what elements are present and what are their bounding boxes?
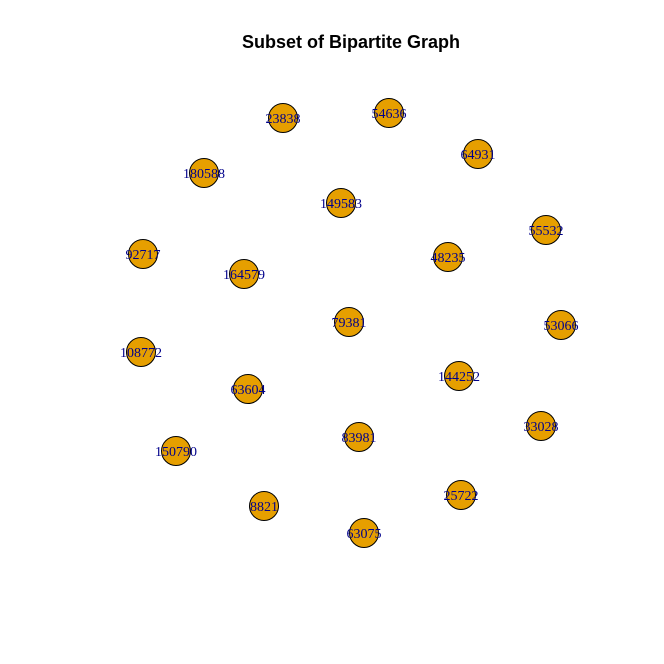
node-circle xyxy=(189,158,219,188)
node-circle xyxy=(526,411,556,441)
graph-node: 53066 xyxy=(544,310,579,340)
graph-node: 25722 xyxy=(444,480,479,510)
graph-node: 23838 xyxy=(266,103,301,133)
node-circle xyxy=(229,259,259,289)
node-label: 149583 xyxy=(320,197,362,212)
node-circle xyxy=(128,239,158,269)
node-circle xyxy=(334,307,364,337)
graph-node: 144252 xyxy=(438,361,480,391)
node-label: 48235 xyxy=(431,251,466,266)
node-label: 63075 xyxy=(347,527,382,542)
node-label: 108772 xyxy=(120,346,162,361)
node-circle xyxy=(444,361,474,391)
graph-title: Subset of Bipartite Graph xyxy=(242,32,460,52)
graph-node: 64931 xyxy=(461,139,496,169)
node-circle xyxy=(268,103,298,133)
graph-node: 83981 xyxy=(342,422,377,452)
node-label: 64931 xyxy=(461,148,496,163)
node-circle xyxy=(463,139,493,169)
graph-node: 33028 xyxy=(524,411,559,441)
graph-node: 164579 xyxy=(223,259,265,289)
graph-node: 180588 xyxy=(183,158,225,188)
node-circle xyxy=(546,310,576,340)
node-circle xyxy=(349,518,379,548)
node-label: 8821 xyxy=(250,500,278,515)
node-label: 55532 xyxy=(529,224,564,239)
graph-node: 150790 xyxy=(155,436,197,466)
node-label: 33028 xyxy=(524,420,559,435)
node-label: 25722 xyxy=(444,489,479,504)
node-label: 54636 xyxy=(372,107,407,122)
graph-node: 63604 xyxy=(231,374,266,404)
graph-node: 48235 xyxy=(431,242,466,272)
graph-node: 55532 xyxy=(529,215,564,245)
node-label: 144252 xyxy=(438,370,480,385)
node-circle xyxy=(126,337,156,367)
node-label: 180588 xyxy=(183,167,225,182)
node-circle xyxy=(433,242,463,272)
node-label: 63604 xyxy=(231,383,266,398)
graph-node: 108772 xyxy=(120,337,162,367)
graph-node: 54636 xyxy=(372,98,407,128)
node-label: 79381 xyxy=(332,316,367,331)
node-label: 23838 xyxy=(266,112,301,127)
graph-node: 8821 xyxy=(249,491,279,521)
graph-node: 63075 xyxy=(347,518,382,548)
node-circle xyxy=(249,491,279,521)
nodes-layer: 23838 54636 64931 180588 149583 55532 92717 164… xyxy=(120,98,579,548)
node-circle xyxy=(374,98,404,128)
graph-node: 92717 xyxy=(126,239,161,269)
node-label: 83981 xyxy=(342,431,377,446)
node-label: 164579 xyxy=(223,268,265,283)
node-label: 150790 xyxy=(155,445,197,460)
node-circle xyxy=(531,215,561,245)
node-circle xyxy=(233,374,263,404)
node-label: 53066 xyxy=(544,319,579,334)
node-circle xyxy=(161,436,191,466)
node-circle xyxy=(446,480,476,510)
node-circle xyxy=(344,422,374,452)
graph-node: 79381 xyxy=(332,307,367,337)
graph-node: 149583 xyxy=(320,188,362,218)
node-circle xyxy=(326,188,356,218)
node-label: 92717 xyxy=(126,248,161,263)
